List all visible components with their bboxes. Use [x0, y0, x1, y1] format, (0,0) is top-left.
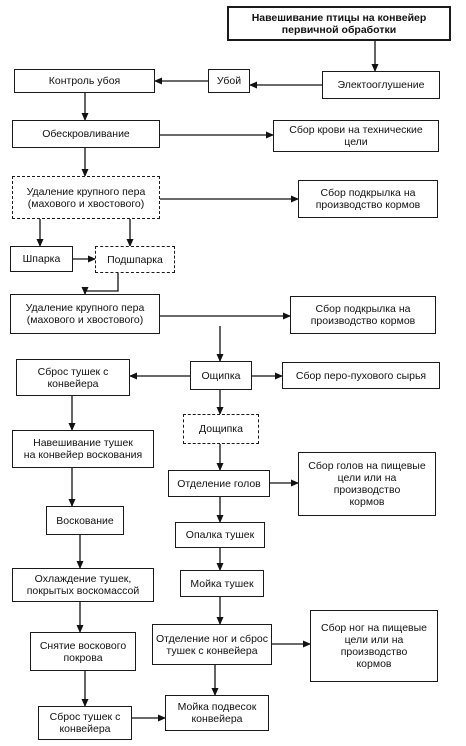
node-carcass-drop-2: Сброс тушек с конвейера — [38, 706, 132, 740]
node-blood-collection: Сбор крови на технические цели — [273, 120, 439, 152]
node-slaughter: Убой — [208, 69, 250, 93]
node-cooling: Охлаждение тушек, покрытых воскомассой — [12, 568, 154, 602]
node-wax-hanging: Навешивание тушек на конвейер воскования — [12, 430, 154, 468]
arrow-prescalding-removal2 — [81, 273, 119, 295]
node-down-collection: Сбор перо-пухового сырья — [282, 362, 440, 389]
node-scalding: Шпарка — [10, 246, 73, 272]
node-washing: Мойка тушек — [180, 570, 264, 597]
node-singeing: Опалка тушек — [175, 522, 265, 548]
node-legs-separation: Отделение ног и сброс тушек с конвейера — [152, 624, 272, 665]
node-large-feather-removal-1: Удаление крупного пера (махового и хвост… — [12, 176, 160, 219]
node-bleeding: Обескровливание — [12, 120, 160, 148]
node-stunning: Электооглушение — [322, 71, 440, 99]
node-final-plucking: Дощипка — [183, 414, 259, 444]
node-carcass-drop-1: Сброс тушек с конвейера — [16, 359, 130, 396]
node-hanger-washing: Мойка подвесок конвейера — [165, 695, 269, 731]
node-large-feather-removal-2: Удаление крупного пера (махового и хвост… — [10, 294, 160, 334]
node-wax-removal: Снятие воскового покрова — [30, 632, 136, 671]
node-feather-collection-1: Сбор подкрылка на производство кормов — [298, 180, 438, 218]
node-legs-collection: Сбор ног на пищевые цели или на производ… — [310, 610, 438, 682]
node-waxing: Воскование — [46, 506, 124, 535]
node-plucking: Ощипка — [190, 361, 252, 390]
node-slaughter-control: Контроль убоя — [14, 69, 155, 93]
node-head-separation: Отделение голов — [168, 470, 270, 497]
node-head-collection: Сбор голов на пищевые цели или на произв… — [298, 452, 436, 516]
node-feather-collection-2: Сбор подкрылка на производство кормов — [290, 296, 436, 334]
node-pre-scalding: Подшпарка — [95, 246, 175, 273]
node-hanging: Навешивание птицы на конвейер первичной … — [227, 6, 451, 41]
